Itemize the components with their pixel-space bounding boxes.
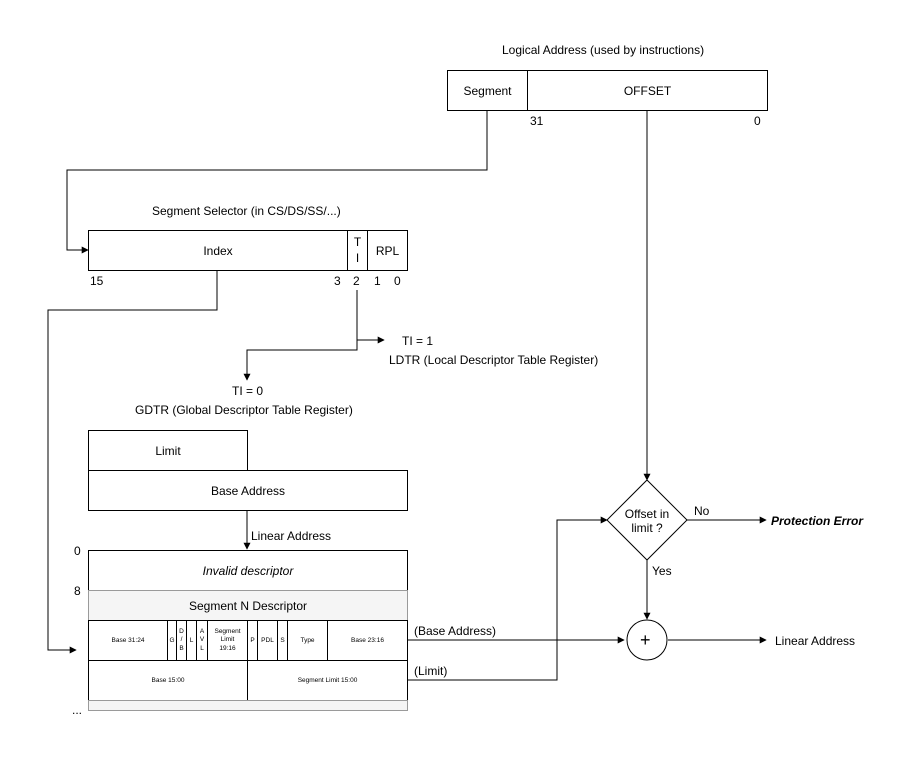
ti-letter-i: I (355, 250, 360, 265)
selector-bit-3: 3 (334, 274, 341, 288)
segment-selector-title: Segment Selector (in CS/DS/SS/...) (152, 204, 341, 218)
descriptor-row-low: Base 15:00 Segment Limit 15:00 (88, 660, 408, 701)
field-pdl: PDL (258, 621, 278, 660)
decision-label: Offset in limit ? (624, 507, 670, 536)
table-ellipsis: ... (72, 703, 83, 717)
selector-bit-2: 2 (353, 274, 360, 288)
arrow-ti-branch-gdtr (243, 340, 358, 381)
ti-field: T I (348, 231, 368, 270)
arrow-segment-to-selector (66, 110, 488, 254)
logical-address-box: Segment OFFSET (447, 70, 768, 111)
selector-bit-0: 0 (394, 274, 401, 288)
index-field: Index (89, 231, 348, 270)
gdtr-label: GDTR (Global Descriptor Table Register) (135, 403, 353, 417)
selector-bit-1: 1 (374, 274, 381, 288)
base-address-flow-label: (Base Address) (414, 624, 497, 638)
decision-diamond (606, 479, 688, 561)
result-linear-address-label: Linear Address (775, 634, 856, 648)
segment-n-header: Segment N Descriptor (88, 590, 408, 621)
field-avl: A V L (197, 621, 208, 660)
invalid-descriptor-label: Invalid descriptor (202, 563, 294, 578)
gdtr-base-field: Base Address (88, 470, 408, 511)
gdtr-base-label: Base Address (210, 483, 286, 498)
decision-no-label: No (694, 504, 710, 518)
ldtr-label: LDTR (Local Descriptor Table Register) (389, 353, 599, 367)
field-db-label: D / B (179, 627, 184, 652)
field-segment-limit-19-16-label: Segment Limit 19:16 (214, 627, 241, 652)
segment-selector-box: Index T I RPL (88, 230, 408, 271)
segment-n-label: Segment N Descriptor (188, 598, 308, 613)
adder-circle (626, 619, 668, 661)
field-p: P (248, 621, 258, 660)
logical-bit-0: 0 (754, 114, 761, 128)
field-base-31-24: Base 31:24 (89, 621, 168, 660)
descriptor-row-high: Base 31:24 G D / B L A V L Segment Limit… (88, 620, 408, 661)
table-offset-0: 0 (74, 544, 81, 558)
limit-flow-label: (Limit) (414, 664, 448, 678)
arrow-ti-branch-ldtr (356, 290, 385, 344)
arrow-limit-to-check (408, 516, 608, 681)
logical-bit-31: 31 (530, 114, 544, 128)
field-s: S (278, 621, 288, 660)
arrow-index-to-descriptor (47, 270, 218, 654)
field-base-15-00: Base 15:00 (89, 661, 248, 700)
gdtr-linear-address-label: Linear Address (251, 529, 332, 543)
gdtr-ti-label: TI = 0 (232, 384, 264, 398)
field-segment-limit-19-16: Segment Limit 19:16 (208, 621, 248, 660)
segment-field: Segment (448, 71, 528, 110)
field-base-23-16: Base 23:16 (351, 636, 384, 644)
protection-error-label: Protection Error (771, 514, 864, 528)
gdtr-limit-label: Limit (155, 443, 181, 458)
field-l: L (187, 621, 197, 660)
ti-letter-t: T (353, 234, 362, 249)
decision-yes-label: Yes (652, 564, 672, 578)
rpl-field: RPL (375, 243, 400, 258)
field-avl-label: A V L (199, 627, 205, 652)
offset-field: OFFSET (623, 83, 672, 98)
selector-bit-15: 15 (90, 274, 104, 288)
logical-address-title: Logical Address (used by instructions) (502, 43, 705, 57)
field-segment-limit-15-00: Segment Limit 15:00 (297, 676, 358, 684)
field-g: G (168, 621, 177, 660)
field-type: Type (288, 621, 328, 660)
descriptor-next-row (88, 700, 408, 711)
field-db: D / B (177, 621, 187, 660)
table-offset-8: 8 (74, 584, 81, 598)
adder-plus: + (640, 630, 651, 650)
ldtr-ti-label: TI = 1 (402, 334, 434, 348)
gdtr-limit-field: Limit (88, 430, 248, 471)
invalid-descriptor-row: Invalid descriptor (88, 550, 408, 591)
